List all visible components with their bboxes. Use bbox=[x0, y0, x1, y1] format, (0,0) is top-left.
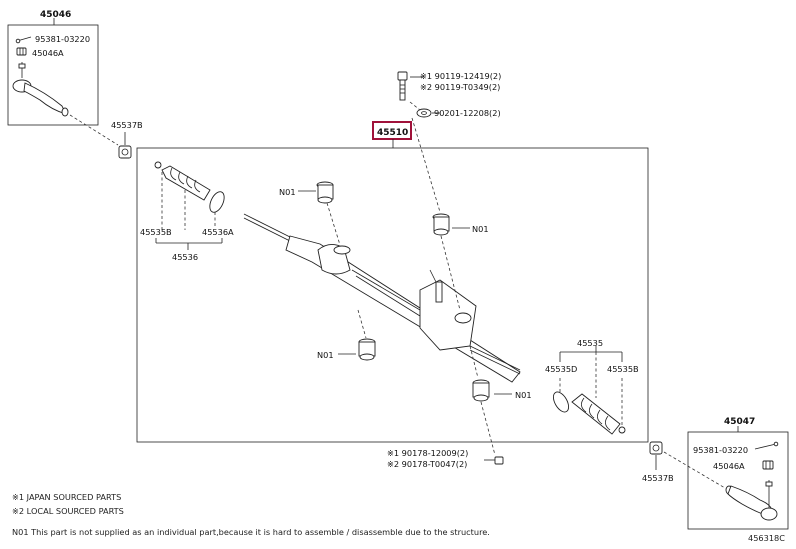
nut-icon bbox=[494, 456, 504, 465]
label-45535B-left[interactable]: 45535B bbox=[140, 227, 172, 237]
figure-id: 456318C bbox=[748, 533, 785, 543]
castle-nut-icon bbox=[16, 47, 27, 56]
castle-nut-right-icon bbox=[762, 460, 774, 470]
footnote-local: ※2 LOCAL SOURCED PARTS bbox=[12, 506, 124, 516]
label-bolt-jp[interactable]: ※1 90119-12419(2) bbox=[420, 71, 501, 81]
label-45046A-bottom[interactable]: 45046A bbox=[713, 461, 745, 471]
label-45536[interactable]: 45536 bbox=[172, 252, 198, 262]
label-45537B-left[interactable]: 45537B bbox=[111, 120, 143, 130]
label-45047[interactable]: 45047 bbox=[724, 417, 755, 427]
bushing-a-icon bbox=[316, 181, 334, 204]
label-nut-local[interactable]: ※2 90178-T0047(2) bbox=[387, 459, 467, 469]
label-nut-jp[interactable]: ※1 90178-12009(2) bbox=[387, 448, 468, 458]
bushing-c-icon bbox=[358, 338, 376, 361]
label-45536A[interactable]: 45536A bbox=[202, 227, 234, 237]
steering-rack-housing-icon bbox=[243, 213, 521, 383]
label-n01-d[interactable]: N01 bbox=[515, 390, 532, 400]
label-45510[interactable]: 45510 bbox=[377, 128, 408, 138]
lock-nut-left-icon bbox=[118, 145, 132, 159]
label-45535[interactable]: 45535 bbox=[577, 338, 603, 348]
boot-clamp-large-left-icon bbox=[209, 191, 225, 213]
washer-icon bbox=[416, 108, 432, 118]
rack-assembly-group: 45510 bbox=[136, 121, 649, 443]
bushing-d-icon bbox=[472, 379, 490, 402]
label-95381-top[interactable]: 95381-03220 bbox=[35, 34, 90, 44]
label-45535D[interactable]: 45535D bbox=[545, 364, 577, 374]
label-45046A-top[interactable]: 45046A bbox=[32, 48, 64, 58]
cotter-pin-icon bbox=[15, 36, 32, 44]
label-n01-a[interactable]: N01 bbox=[279, 187, 296, 197]
bolt-icon bbox=[397, 71, 408, 101]
label-washer[interactable]: 90201-12208(2) bbox=[434, 108, 501, 118]
label-45535B-right[interactable]: 45535B bbox=[607, 364, 639, 374]
boot-left-icon bbox=[161, 165, 211, 201]
boot-right-icon bbox=[571, 393, 621, 435]
label-45046[interactable]: 45046 bbox=[40, 10, 71, 20]
tie-rod-end-left-group: 45046 95381-03220 45046A bbox=[7, 10, 99, 126]
label-n01-c[interactable]: N01 bbox=[317, 350, 334, 360]
tie-rod-end-right-group: 45047 95381-03220 45046A bbox=[687, 417, 789, 530]
label-n01-b[interactable]: N01 bbox=[472, 224, 489, 234]
highlight-box-45510 bbox=[372, 121, 412, 140]
label-45537B-right[interactable]: 45537B bbox=[642, 473, 674, 483]
footnote-n01: N01 This part is not supplied as an indi… bbox=[12, 527, 490, 537]
boot-clamp-large-right-icon bbox=[552, 391, 570, 413]
tie-rod-end-icon bbox=[12, 62, 69, 117]
boot-clamp-small-left-icon bbox=[154, 161, 162, 169]
tie-rod-end-right-icon bbox=[725, 480, 778, 521]
label-bolt-local[interactable]: ※2 90119-T0349(2) bbox=[420, 82, 500, 92]
lock-nut-right-icon bbox=[649, 441, 663, 455]
boot-clamp-small-right-icon bbox=[618, 426, 626, 434]
footnote-japan: ※1 JAPAN SOURCED PARTS bbox=[12, 492, 121, 502]
bushing-b-icon bbox=[432, 213, 450, 236]
cotter-pin-right-icon bbox=[754, 441, 779, 450]
label-95381-bottom[interactable]: 95381-03220 bbox=[693, 445, 748, 455]
